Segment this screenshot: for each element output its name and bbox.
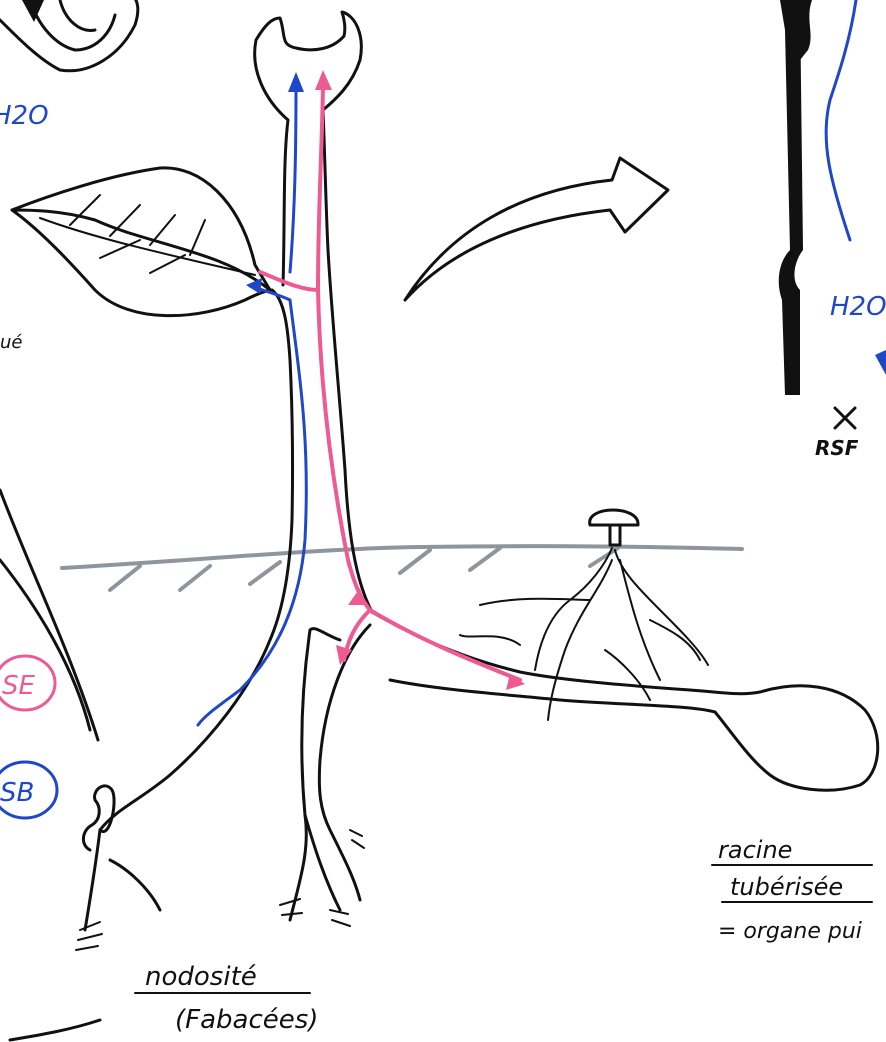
nodosity-title: nodosité xyxy=(145,962,257,992)
plant-stem xyxy=(100,12,372,830)
se-circle-label: SE xyxy=(0,656,55,710)
tuber-label-line2: tubérisée xyxy=(730,873,843,901)
se-label: SE xyxy=(2,671,36,701)
left-text-fragment: ué xyxy=(0,332,22,353)
bottom-left-fragment xyxy=(10,1020,100,1040)
tuber-label-line1: racine xyxy=(718,836,792,864)
rsf-label: RSF xyxy=(815,436,859,460)
sb-circle-label: SB xyxy=(0,762,57,818)
soil-surface-line xyxy=(62,546,742,590)
right-stem-detail: H2O xyxy=(779,0,886,395)
left-curved-stroke xyxy=(0,490,98,740)
x-mark-icon xyxy=(835,408,855,428)
tuber-label-line3: = organe pui xyxy=(718,919,862,944)
right-h2o-label: H2O xyxy=(830,292,886,322)
top-left-organ-sketch xyxy=(0,0,138,71)
sb-label: SB xyxy=(0,778,34,808)
right-arrow-icon xyxy=(405,158,668,300)
leaf xyxy=(12,168,270,316)
top-left-h2o-label: H2O xyxy=(0,101,49,131)
nodosity-subtitle: (Fabacées) xyxy=(175,1005,318,1035)
